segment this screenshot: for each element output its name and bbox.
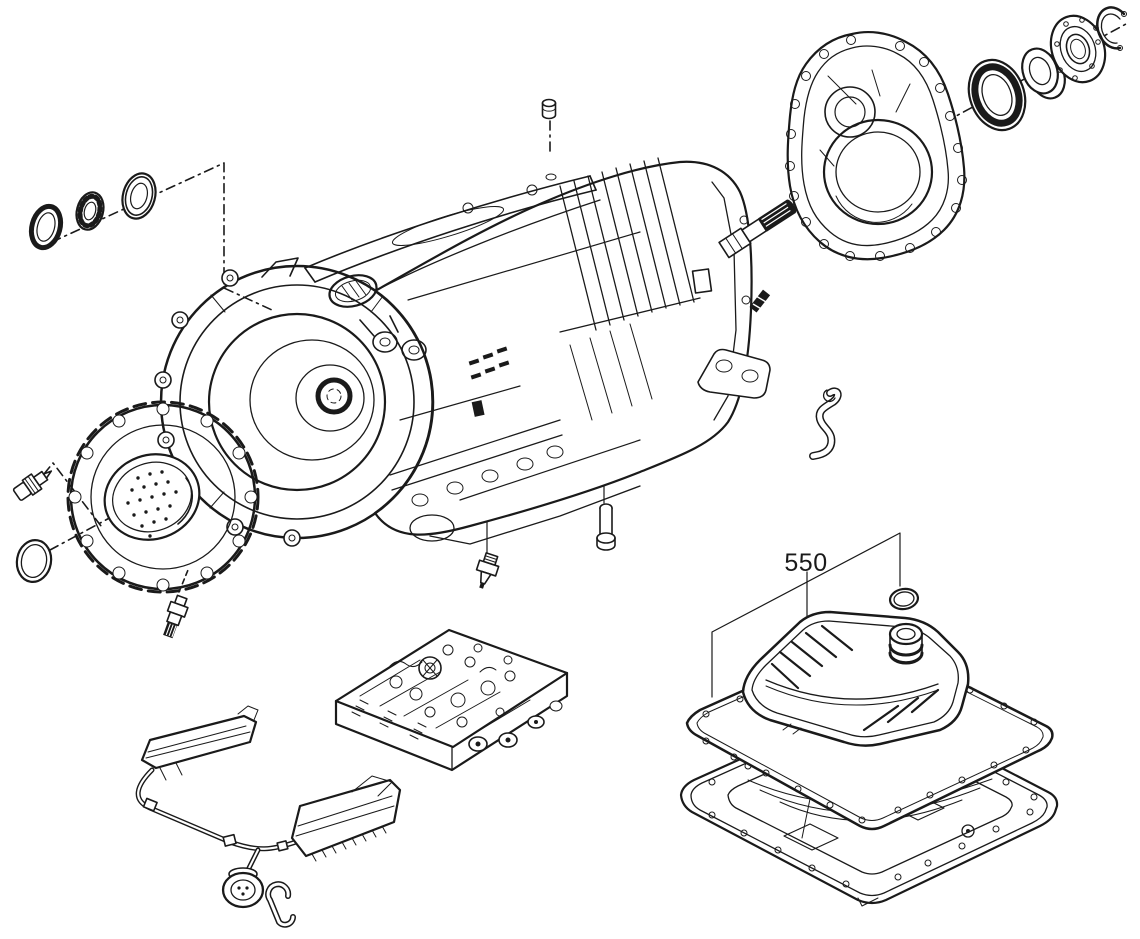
output-shaft — [718, 199, 797, 259]
extension-housing-bolt-holes — [785, 35, 967, 261]
fill-plug — [541, 98, 557, 181]
transmission-case — [154, 157, 797, 547]
output-speed-sensor — [163, 594, 189, 639]
o-ring-seal — [15, 539, 53, 583]
valve-body — [334, 628, 569, 772]
filter-neck — [888, 622, 924, 665]
extension-housing — [785, 31, 967, 261]
toothed-lock-washer — [75, 191, 105, 231]
pressure-sensor — [12, 470, 53, 501]
top-frame-rail — [304, 175, 597, 283]
output-shaft-oil-seal — [967, 58, 1027, 132]
filter-o-ring — [888, 587, 920, 611]
valve-body-detail — [359, 643, 531, 737]
callout-550[interactable]: 550 — [784, 549, 827, 577]
wire-hook-clip — [265, 881, 296, 928]
callout-leader-kit — [711, 532, 901, 698]
front-oil-seal — [121, 172, 157, 220]
oil-filter — [741, 610, 970, 747]
stud-bolt — [596, 503, 616, 551]
retainer-bolt-holes — [1054, 17, 1101, 81]
rear-bracket — [697, 348, 771, 399]
harness-module-1 — [140, 705, 259, 781]
front-pump-housing — [66, 400, 260, 594]
input-seal-ring — [28, 203, 64, 251]
harness-bracket-hook — [809, 387, 842, 460]
harness-module-2 — [290, 775, 402, 862]
pressure-switch — [475, 552, 500, 589]
pump-housing-bosses — [68, 402, 258, 592]
rear-bearing-retainer — [1049, 14, 1107, 84]
case-connector — [221, 867, 265, 909]
service-kit-550: 550 — [679, 532, 1059, 907]
pump-face-holes — [126, 470, 178, 538]
internal-wiring-harness — [135, 705, 402, 928]
snap-ring — [1096, 6, 1127, 51]
case-ribs — [559, 157, 701, 421]
sump-rail — [389, 419, 641, 545]
mount-bracket — [359, 315, 427, 361]
breather-vent — [749, 289, 771, 313]
case-vent-slots — [468, 346, 510, 417]
